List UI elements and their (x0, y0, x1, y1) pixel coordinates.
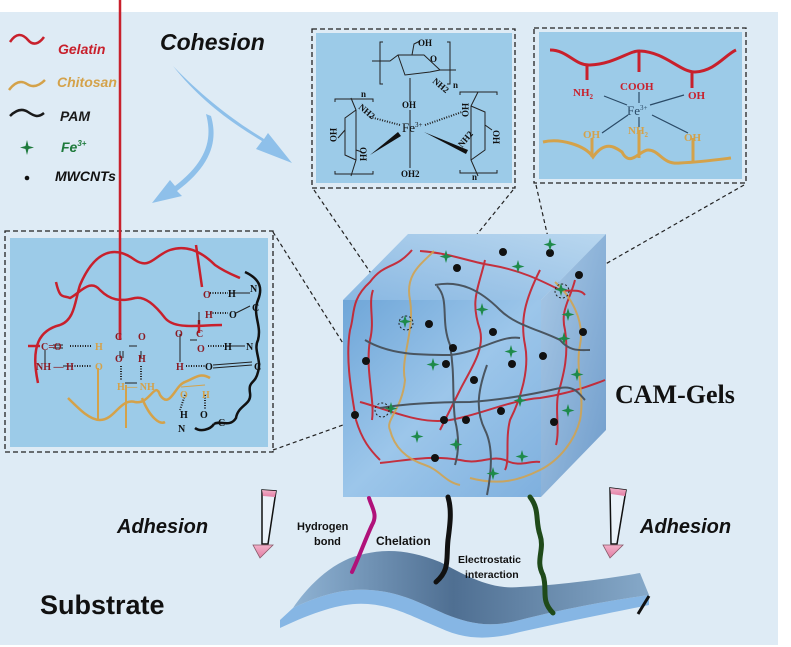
chem-label: C (196, 329, 203, 340)
chem-label: NH2 (628, 125, 649, 139)
chem-label: NH — H (36, 362, 74, 373)
coordination-structure-panel: NH2 COOH OH Fe3+ OH NH2 OH (533, 27, 747, 184)
legend-item-mwcnts: MWCNTs (24, 168, 116, 184)
interaction-label: Hydrogen (297, 521, 349, 533)
wavy-line-icon (8, 33, 46, 45)
interaction-electrostatic: Electrostatic interaction (458, 494, 556, 616)
interaction-label: interaction (465, 569, 519, 581)
chem-label: O (430, 54, 437, 64)
arrow-right-icon (173, 66, 292, 163)
chem-label: OH (688, 90, 706, 102)
cohesion-title: Cohesion (160, 29, 265, 55)
cohesion-arrows (152, 66, 292, 203)
fe-stars (384, 238, 584, 480)
adhesion-left: Adhesion (116, 489, 277, 559)
substrate (280, 550, 651, 638)
chem-label: H (228, 289, 236, 300)
legend: Gelatin Chitosan PAM Fe3+ MWCNTs (8, 33, 117, 184)
chem-label: C=O (41, 342, 62, 353)
interaction-label: Electrostatic (458, 554, 521, 566)
chem-label: O (175, 329, 183, 340)
chem-label: C (218, 418, 225, 429)
adhesion-label: Adhesion (116, 516, 208, 538)
chem-label: OH2 (401, 169, 420, 179)
chem-label: C (115, 332, 122, 343)
interaction-hydrogen-bond: Hydrogen bond (297, 496, 377, 574)
arrow-left-icon (152, 114, 214, 203)
chem-label: N (250, 284, 258, 295)
chem-label: H (202, 390, 210, 401)
chem-label: H (176, 362, 184, 373)
chem-label: C (254, 362, 261, 373)
hydrogen-bond-panel: C=O NH — H H O C O O H H — NH O C O H O … (4, 0, 274, 453)
legend-item-fe3: Fe3+ (20, 139, 87, 155)
chem-label: N (178, 424, 186, 435)
chem-label: OH (358, 147, 368, 161)
adhesion-right: Adhesion (602, 487, 731, 559)
chem-label: H (205, 310, 213, 321)
chem-label: OH (402, 100, 416, 110)
legend-label: PAM (60, 108, 90, 124)
chem-label: O (200, 410, 208, 421)
chem-label: C (252, 303, 259, 314)
chem-label: H (224, 342, 232, 353)
legend-item-gelatin: Gelatin (8, 33, 105, 57)
chelation-structure-panel: OH O NH2 n OH Fe3+ OH2 n NH2 HO OH HO OH… (311, 28, 516, 189)
chem-label: n (361, 89, 366, 99)
chem-label: H (138, 354, 146, 365)
down-arrow-icon (261, 489, 277, 545)
chem-label: H — NH (117, 382, 155, 393)
chem-label: O (95, 362, 103, 373)
dot-icon (24, 175, 30, 181)
material-label: CAM-Gels (615, 380, 735, 409)
wavy-line-icon (9, 108, 45, 118)
substrate-label: Substrate (40, 590, 165, 620)
chem-label: H (180, 410, 188, 421)
chem-label: H (95, 342, 103, 353)
chem-label: O (197, 344, 205, 355)
legend-label: Gelatin (58, 41, 105, 57)
chem-label: COOH (620, 81, 654, 93)
legend-item-pam: PAM (9, 108, 90, 124)
mwcnt-dots (351, 248, 587, 462)
chem-label: Fe3+ (402, 120, 423, 135)
chem-label: HO (328, 128, 338, 142)
legend-label: Fe3+ (61, 139, 87, 155)
chem-label: Fe3+ (627, 103, 648, 118)
adhesion-label: Adhesion (639, 516, 731, 538)
cam-gel-cube (343, 234, 606, 497)
chem-label: O (115, 354, 123, 365)
interaction-chelation: Chelation (376, 494, 453, 585)
chem-label: O (229, 310, 237, 321)
chem-label: OH (583, 129, 601, 141)
chem-label: NH2 (573, 87, 594, 101)
chem-label: OH (418, 38, 432, 48)
chem-label: O (138, 332, 146, 343)
chem-label: O (180, 390, 188, 401)
star-icon (20, 140, 34, 155)
wavy-line-icon (8, 79, 46, 91)
legend-label: Chitosan (57, 74, 117, 90)
down-arrow-icon (609, 487, 627, 545)
interaction-label: bond (314, 536, 341, 548)
chem-label: O (205, 362, 213, 373)
chem-label: n (472, 172, 477, 182)
chem-label: N (246, 342, 254, 353)
legend-label: MWCNTs (55, 168, 116, 184)
chem-label: OH (491, 130, 501, 144)
chem-label: OH (684, 132, 702, 144)
chem-label: O (203, 290, 211, 301)
legend-item-chitosan: Chitosan (8, 74, 117, 91)
chem-label: n (453, 80, 458, 90)
interaction-label: Chelation (376, 534, 431, 548)
chem-label: HO (460, 103, 470, 117)
